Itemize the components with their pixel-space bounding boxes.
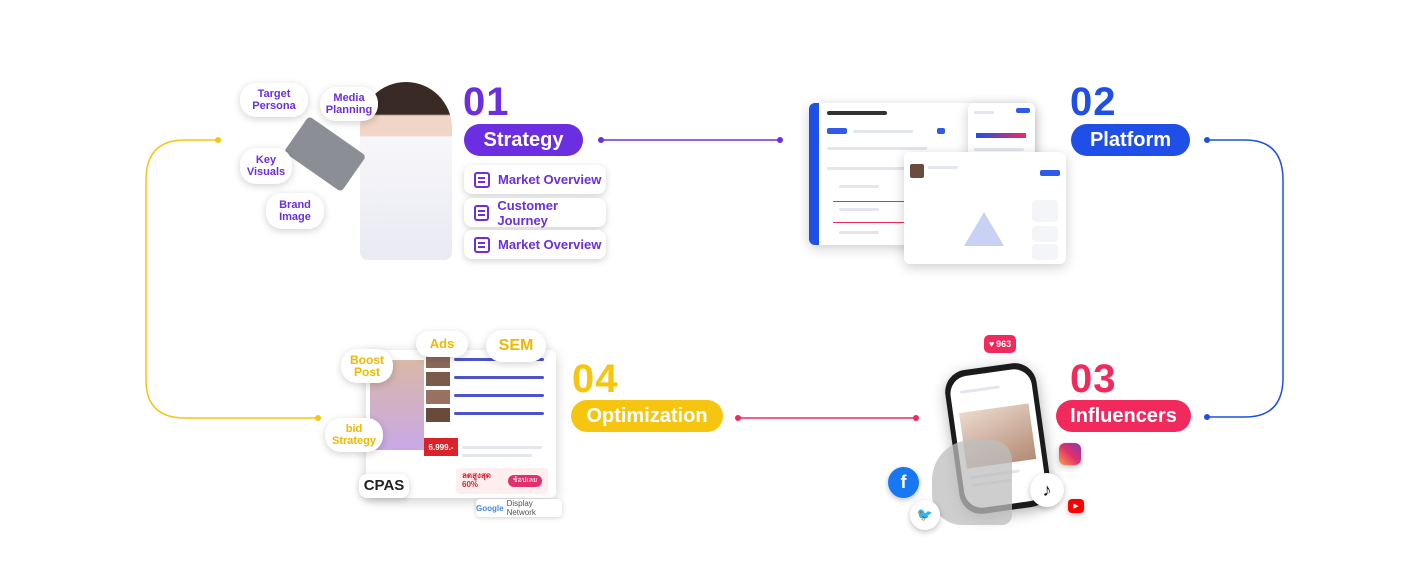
strategy-item-market-overview: Market Overview bbox=[464, 165, 606, 194]
step-label-strategy: Strategy bbox=[464, 124, 583, 156]
market-overview-icon bbox=[474, 171, 490, 188]
laptop bbox=[283, 115, 367, 193]
video-thumb-2 bbox=[426, 372, 450, 386]
connector-platform-influencers bbox=[1207, 139, 1284, 418]
tag-cpas: CPAS bbox=[359, 474, 409, 498]
discount-banner: ลดสูงสุด 60% ช้อปเลย bbox=[456, 468, 548, 494]
price-text: 6.999.- bbox=[428, 442, 454, 452]
discount-text: ลดสูงสุด 60% bbox=[462, 471, 491, 489]
step-label-optimization: Optimization bbox=[571, 400, 723, 432]
instagram-icon bbox=[1059, 443, 1081, 465]
like-badge: ♥ 963 bbox=[984, 335, 1016, 353]
tag-sem: SEM bbox=[486, 330, 546, 362]
video-thumb-1 bbox=[426, 354, 450, 368]
google-logo: Google bbox=[476, 503, 504, 513]
customer-journey-icon bbox=[474, 204, 490, 221]
step-number-01: 01 bbox=[463, 80, 510, 124]
strategy-item-label: Customer Journey bbox=[497, 197, 559, 228]
network-label: Display Network bbox=[506, 499, 536, 517]
strategy-item-market-overview-2: Market Overview bbox=[464, 230, 606, 259]
tag-target-persona: Target Persona bbox=[240, 83, 308, 117]
strategy-item-label: Market Overview bbox=[498, 237, 602, 252]
video-thumb-4 bbox=[426, 408, 450, 422]
strategy-item-label: Market Overview bbox=[498, 172, 602, 187]
connector-optimization-strategy bbox=[145, 139, 318, 419]
step-number-03: 03 bbox=[1070, 357, 1117, 401]
step-label-influencers: Influencers bbox=[1056, 400, 1191, 432]
twitter-icon: 🐦 bbox=[910, 500, 940, 530]
tag-boost-post: Boost Post bbox=[341, 349, 393, 383]
tag-key-visuals: Key Visuals bbox=[240, 148, 292, 184]
strategy-item-customer-journey: Customer Journey bbox=[464, 197, 606, 228]
dashboard-sidebar bbox=[809, 103, 819, 245]
price-banner: 6.999.- bbox=[424, 438, 458, 456]
step-label-platform: Platform bbox=[1071, 124, 1190, 156]
step-number-04: 04 bbox=[572, 357, 619, 401]
google-display-network-badge: Google Display Network bbox=[476, 499, 562, 517]
optimization-ad-collage: 6.999.- ลดสูงสุด 60% ช้อปเลย bbox=[366, 350, 556, 498]
step-number-02: 02 bbox=[1070, 80, 1117, 124]
radar-chart bbox=[964, 212, 1004, 246]
heart-icon: ♥ bbox=[988, 339, 995, 349]
facebook-icon: f bbox=[888, 467, 919, 498]
tiktok-icon: ♪ bbox=[1030, 473, 1064, 507]
hand-holding-phone bbox=[932, 440, 1012, 525]
shop-now-button[interactable]: ช้อปเลย bbox=[508, 475, 542, 487]
video-thumb-3 bbox=[426, 390, 450, 404]
youtube-icon: ▶ bbox=[1068, 499, 1084, 513]
tag-brand-image: Brand Image bbox=[266, 193, 324, 229]
report-icon bbox=[474, 236, 490, 253]
tag-media-planning: Media Planning bbox=[320, 87, 378, 121]
tag-bid-strategy: bid Strategy bbox=[325, 418, 383, 452]
platform-profile-card bbox=[904, 152, 1066, 264]
tag-ads: Ads bbox=[416, 331, 468, 357]
like-count: 963 bbox=[996, 339, 1012, 349]
